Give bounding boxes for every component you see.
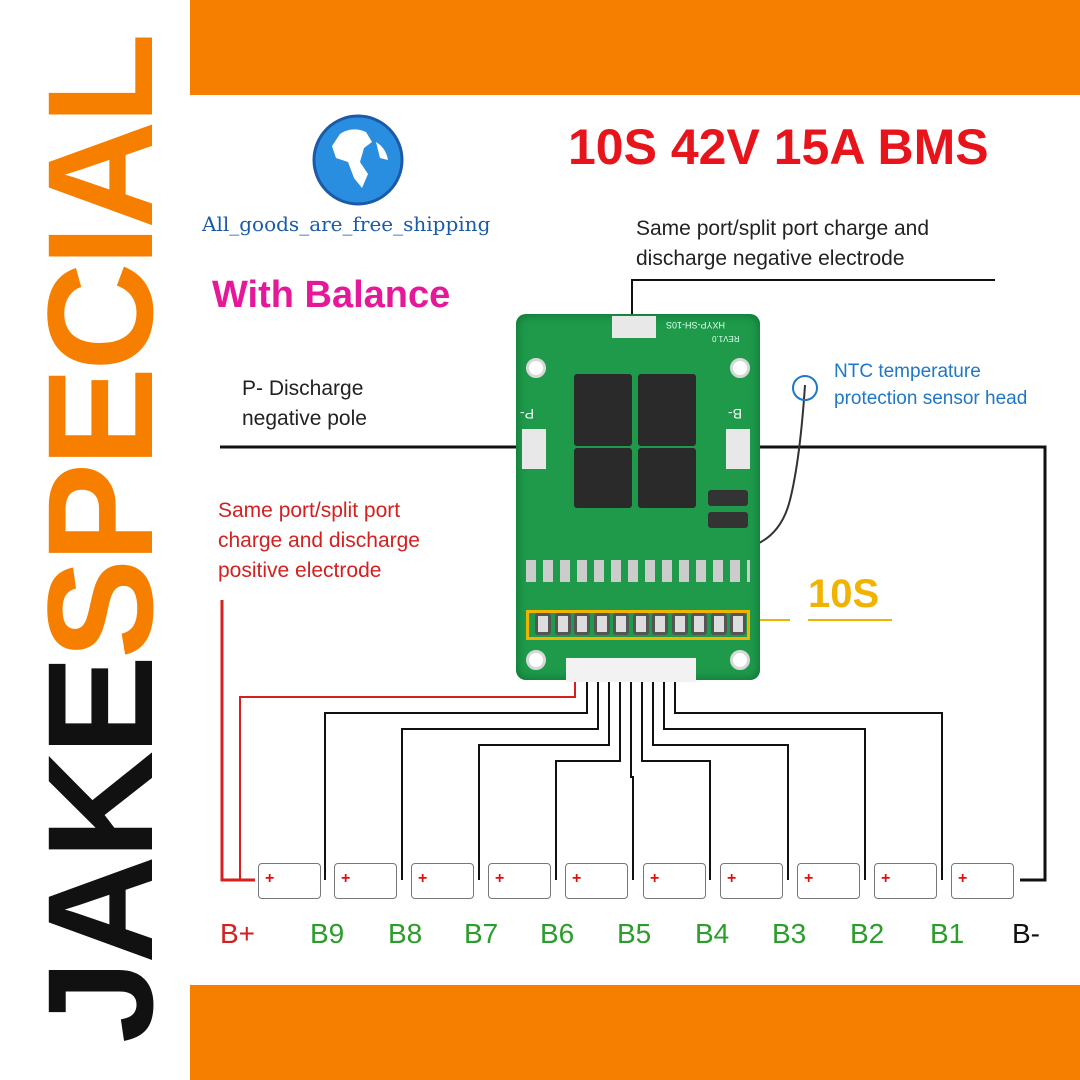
- series-label: 10S: [808, 572, 880, 616]
- p-minus-pad: [522, 429, 546, 469]
- balance-sense-wire: [652, 680, 789, 880]
- battery-cell: +: [258, 863, 321, 899]
- battery-cell: +: [488, 863, 551, 899]
- battery-terminal-label: B8: [388, 918, 423, 949]
- balance-sense-wire: [555, 680, 621, 880]
- balance-sense-wire: [324, 680, 588, 880]
- battery-terminal-label: B1: [930, 918, 965, 949]
- plus-icon: +: [341, 870, 351, 887]
- balance-resistor: [710, 613, 727, 635]
- plus-icon: +: [572, 870, 582, 887]
- c-minus-pad: [612, 316, 656, 338]
- plus-icon: +: [650, 870, 660, 887]
- balance-resistor: [671, 613, 688, 635]
- balance-resistor: [691, 613, 707, 635]
- bms-pcb: HXYP-SH-10S REV1.0 P- B-: [516, 314, 760, 682]
- plus-icon: +: [881, 870, 891, 887]
- ntc-wire: [744, 384, 806, 549]
- battery-cell: +: [874, 863, 937, 899]
- balance-connector: [566, 658, 696, 682]
- b-plus-wire: [220, 600, 255, 882]
- plus-icon: +: [804, 870, 814, 887]
- battery-terminal-label: B3: [772, 918, 807, 949]
- plus-icon: +: [265, 870, 275, 887]
- balance-sense-wire: [630, 680, 634, 880]
- battery-cell: +: [797, 863, 860, 899]
- plus-icon: +: [727, 870, 737, 887]
- balance-resistor: [593, 613, 610, 635]
- balance-sense-wire: [401, 680, 599, 880]
- pcb-b-label: B-: [728, 406, 742, 422]
- balance-resistor-row: [526, 610, 750, 640]
- balance-sense-wire: [663, 680, 866, 880]
- balance-resistor: [730, 613, 746, 635]
- subtitle: With Balance: [212, 274, 451, 316]
- battery-cell: +: [411, 863, 474, 899]
- neg-electrode-leader: [631, 279, 995, 325]
- ntc-sensor-icon: [792, 375, 818, 401]
- battery-terminal-label: B-: [1012, 918, 1040, 949]
- balance-resistor: [613, 613, 629, 635]
- balance-resistor: [574, 613, 590, 635]
- b-plus-sense-wire: [239, 680, 576, 880]
- top-orange-banner: [190, 0, 1080, 95]
- battery-terminal-label: B+: [220, 918, 256, 949]
- plus-icon: +: [495, 870, 505, 887]
- battery-terminal-label: B4: [695, 918, 730, 949]
- battery-cell: +: [334, 863, 397, 899]
- battery-terminal-label: B7: [464, 918, 499, 949]
- battery-terminal-label: B9: [310, 918, 345, 949]
- battery-cell: +: [720, 863, 783, 899]
- balance-sense-wire: [478, 680, 610, 880]
- balance-resistor: [554, 613, 571, 635]
- battery-cell: +: [951, 863, 1014, 899]
- balance-sense-wire: [674, 680, 943, 880]
- battery-terminal-label: B2: [850, 918, 885, 949]
- balance-sense-wire: [641, 680, 711, 880]
- battery-cell: +: [643, 863, 706, 899]
- pcb-p-label: P-: [520, 406, 534, 422]
- battery-terminal-label: B6: [540, 918, 575, 949]
- shipping-text: All_goods_are_free_shipping: [202, 212, 491, 236]
- pcb-rev-text: REV1.0: [712, 334, 740, 343]
- bottom-orange-banner: [190, 985, 1080, 1080]
- balance-resistor: [535, 613, 551, 635]
- battery-terminal-label: B5: [617, 918, 652, 949]
- b-minus-wire: [740, 445, 1047, 882]
- plus-icon: +: [418, 870, 428, 887]
- page-title: 10S 42V 15A BMS: [568, 119, 989, 175]
- balance-resistor: [632, 613, 649, 635]
- battery-cell: +: [565, 863, 628, 899]
- b-minus-pad: [726, 429, 750, 469]
- balance-resistor: [652, 613, 668, 635]
- plus-icon: +: [958, 870, 968, 887]
- pcb-model-text: HXYP-SH-10S: [666, 320, 726, 330]
- globe-icon: [312, 114, 404, 206]
